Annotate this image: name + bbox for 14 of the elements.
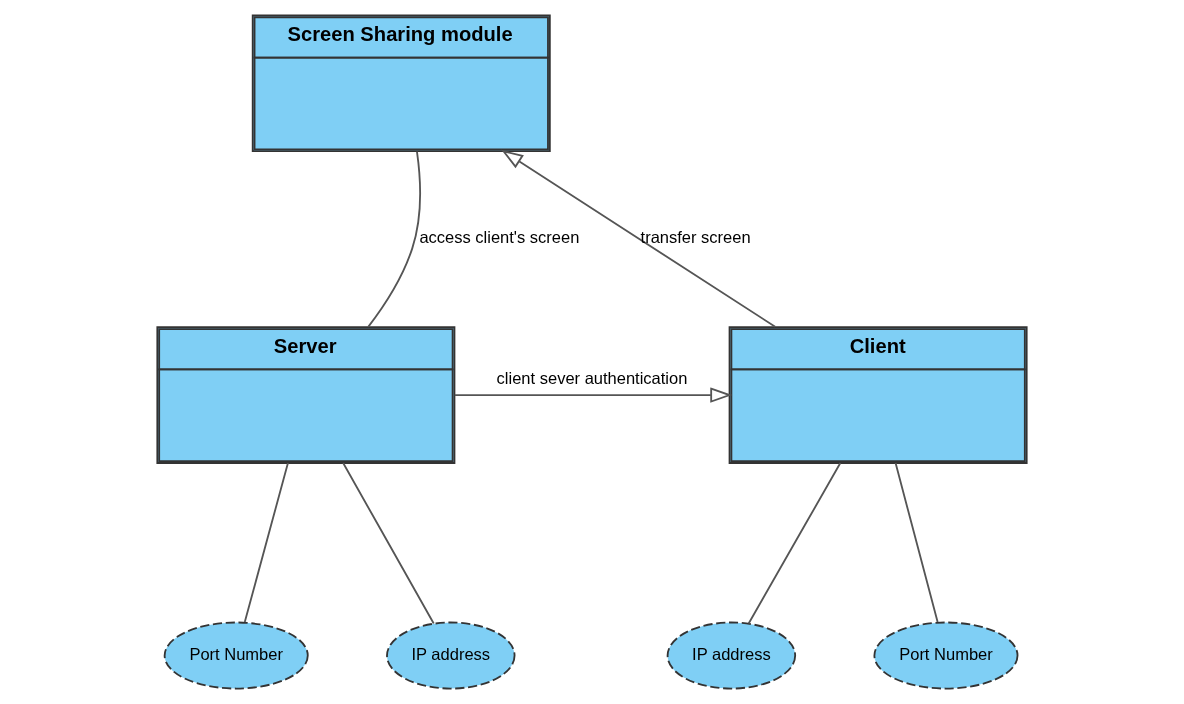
connector (894, 462, 939, 623)
node-ellipse: Port Number (163, 621, 309, 690)
arrow (501, 149, 777, 328)
edge-label: transfer screen (640, 228, 751, 247)
connector (367, 150, 421, 328)
node-ellipse: IP address (386, 621, 516, 690)
edge-label: access client's screen (419, 228, 580, 247)
connector (342, 462, 435, 625)
connector (747, 462, 842, 625)
node-ellipse: Port Number (873, 621, 1019, 690)
node-ellipse: IP address (666, 621, 797, 690)
edge-label: client sever authentication (496, 369, 688, 388)
arrow (453, 387, 733, 403)
connector (243, 462, 289, 623)
